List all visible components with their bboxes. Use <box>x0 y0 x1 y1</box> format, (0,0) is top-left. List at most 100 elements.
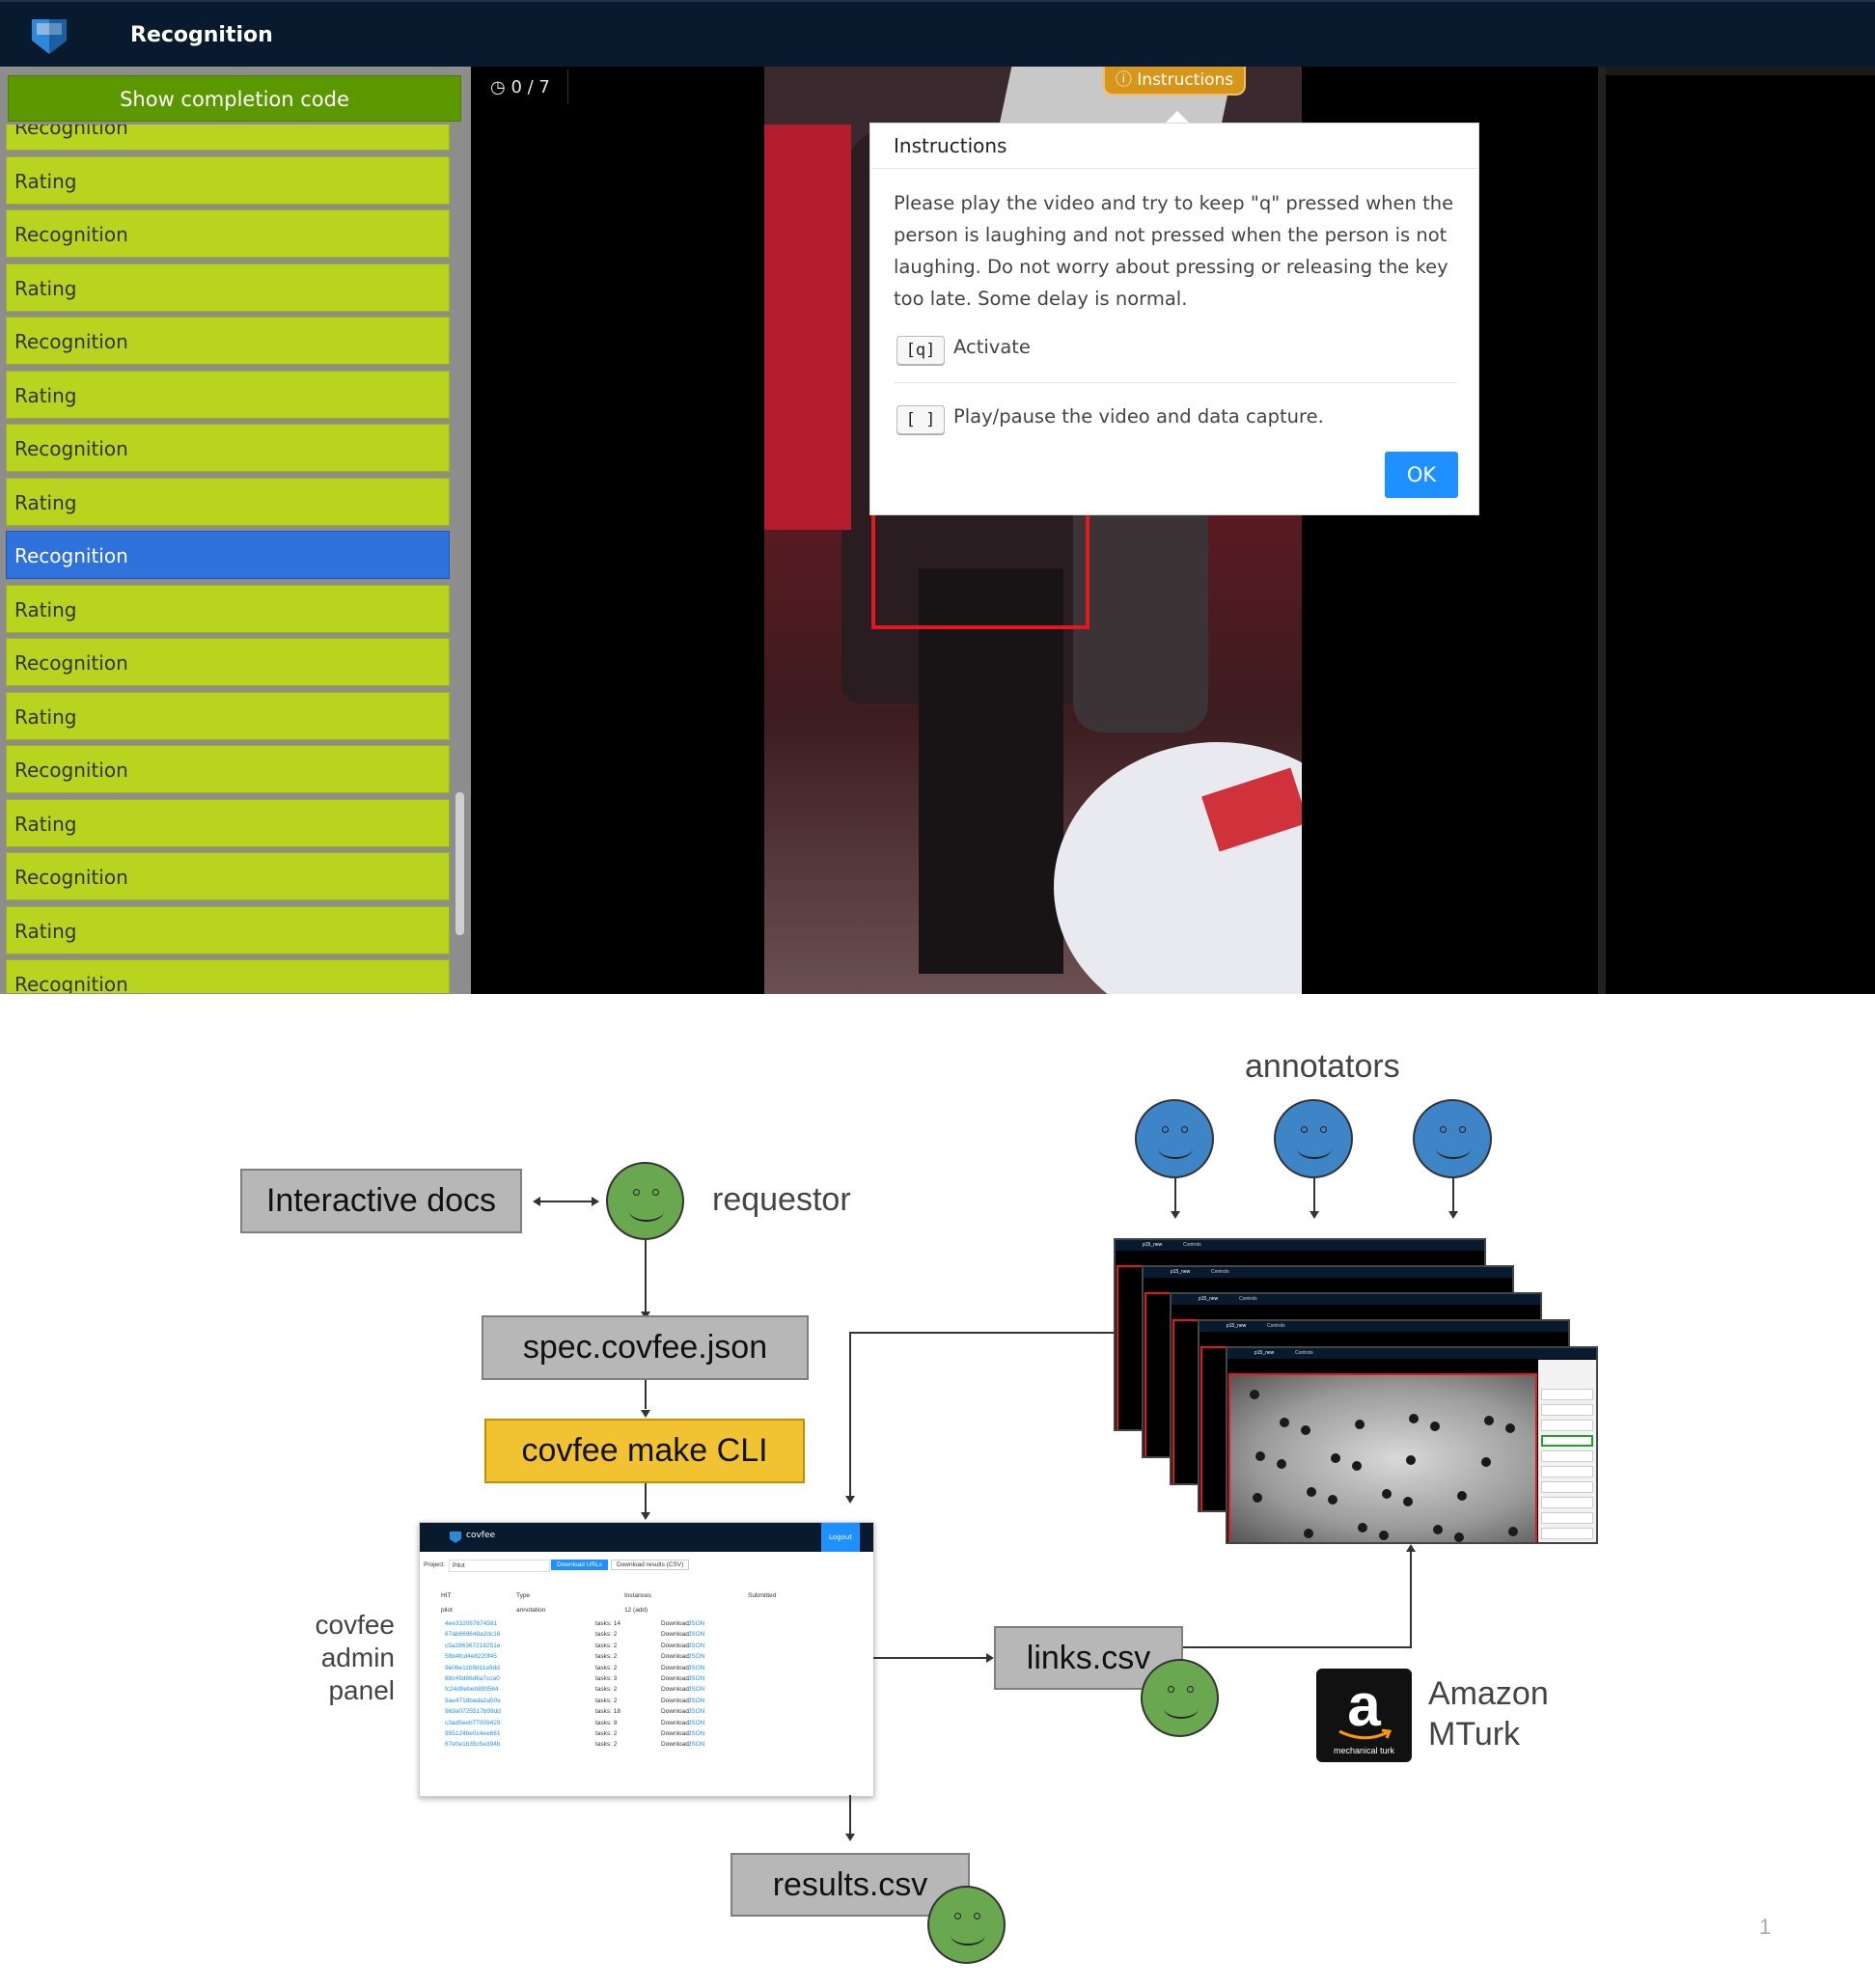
admin-instance-id[interactable]: 9ae4718bada2a50e <box>445 1697 501 1704</box>
screenshot-navbar <box>1172 1294 1540 1305</box>
task-item[interactable]: Recognition <box>6 638 450 686</box>
task-item[interactable]: Rating <box>6 691 450 740</box>
admin-instance-id[interactable]: 955124be0c4ee661 <box>445 1730 501 1737</box>
admin-instance-id[interactable]: 67ab669648a2dc16 <box>445 1631 501 1639</box>
admin-header-hit: HIT <box>441 1592 452 1599</box>
amazon-a-glyph: a <box>1347 1672 1381 1739</box>
instructions-popover: Instructions Please play the video and t… <box>869 123 1479 515</box>
crowd-person <box>1457 1491 1467 1501</box>
screenshot-sidebar-item <box>1541 1497 1593 1508</box>
screenshot-navbar <box>1227 1348 1596 1359</box>
annotators-label: annotators <box>1245 1048 1400 1085</box>
task-item[interactable]: Rating <box>6 155 450 205</box>
sidebar-scrollbar[interactable] <box>455 792 464 935</box>
screenshot-sidebar-item <box>1541 1512 1593 1524</box>
screenshot-video-frame <box>1228 1373 1537 1542</box>
admin-download-json-link[interactable]: JSON <box>688 1708 705 1716</box>
admin-download-json-link[interactable]: JSON <box>688 1653 705 1661</box>
admin-download-json-link[interactable]: JSON <box>688 1686 705 1694</box>
admin-download-json-link[interactable]: JSON <box>688 1741 705 1749</box>
admin-download-json-link[interactable]: JSON <box>688 1642 705 1649</box>
task-item[interactable]: Recognition <box>6 424 450 472</box>
admin-download-json-link[interactable]: JSON <box>688 1631 705 1639</box>
cli-admin-arrowhead <box>641 1512 650 1520</box>
links-csv-box: links.csv <box>994 1626 1183 1690</box>
screenshot-navbar <box>1199 1321 1568 1332</box>
task-item[interactable]: Rating <box>6 477 450 526</box>
admin-instance-tasks: tasks: 14 <box>595 1620 621 1627</box>
admin-download-json-link[interactable]: JSON <box>688 1675 705 1682</box>
crowd-person <box>1277 1459 1286 1469</box>
crowd-person <box>1307 1487 1316 1497</box>
admin-hit-instances: 12 (add) <box>624 1607 648 1614</box>
key-q-label: Activate <box>953 336 1031 358</box>
task-item[interactable]: Rating <box>6 584 450 633</box>
task-item[interactable]: Rating <box>6 370 450 419</box>
show-completion-code-button[interactable]: Show completion code <box>8 75 461 122</box>
task-item[interactable]: Recognition <box>6 745 450 793</box>
task-item[interactable]: Recognition <box>6 124 450 151</box>
admin-download-urls-button[interactable]: Download URLs <box>551 1560 608 1570</box>
admin-download-json-link[interactable]: JSON <box>688 1719 705 1726</box>
admin-instance-id[interactable]: 4ee332087674581 <box>445 1620 498 1627</box>
task-item[interactable]: Recognition <box>6 209 450 258</box>
instructions-tab[interactable]: ⓘ Instructions <box>1103 67 1246 96</box>
admin-instance-id[interactable]: 969a0725517b99dd <box>445 1708 501 1716</box>
admin-instance-id[interactable]: 9e06e11b9d11a9dd <box>445 1664 500 1671</box>
admin-project-select[interactable]: Pilot <box>449 1560 550 1572</box>
admin-download-label: Download: <box>661 1730 691 1737</box>
admin-instance-id[interactable]: 88c49d86d6a7cca0 <box>445 1675 500 1682</box>
admin-label-line2: admin <box>320 1643 395 1672</box>
links-to-mturk-horizontal <box>1183 1646 1411 1648</box>
popover-title: Instructions <box>870 124 1478 169</box>
admin-instance-tasks: tasks: 2 <box>595 1686 618 1694</box>
admin-download-label: Download: <box>661 1631 691 1639</box>
admin-label-line1: covfee <box>315 1610 396 1640</box>
app-logo-icon[interactable] <box>29 15 69 56</box>
links-screens-arrowhead <box>1406 1544 1416 1552</box>
admin-instance-id[interactable]: c3ad5eeb77009429 <box>445 1719 501 1726</box>
ok-button[interactable]: OK <box>1385 452 1458 498</box>
task-item[interactable]: Rating <box>6 262 450 312</box>
task-item[interactable]: Recognition <box>6 317 450 365</box>
screenshot-sidebar-item <box>1541 1481 1593 1493</box>
admin-instance-id[interactable]: 58b4fcd4e8220f45 <box>445 1653 497 1661</box>
right-panel <box>1606 75 1875 994</box>
admin-instance-id[interactable]: fc24d9ebeb893584 <box>445 1686 499 1694</box>
task-item[interactable]: Rating <box>6 798 450 847</box>
key-space: [ ] <box>896 405 945 434</box>
admin-download-results-button[interactable]: Download results (CSV) <box>611 1560 690 1570</box>
admin-download-json-link[interactable]: JSON <box>688 1697 705 1704</box>
amazon-label-line1: Amazon <box>1428 1675 1549 1712</box>
annotator-arrow-3 <box>1452 1178 1454 1213</box>
admin-hit-type: annotation <box>516 1607 546 1614</box>
crowd-person <box>1301 1425 1310 1435</box>
admin-instance-id[interactable]: c5a286367218251e <box>445 1642 501 1649</box>
task-item[interactable]: Recognition <box>6 531 450 579</box>
screenshot-sidebar-item <box>1541 1450 1593 1462</box>
admin-instance-tasks: tasks: 3 <box>595 1675 618 1682</box>
task-item[interactable]: Recognition <box>6 959 450 993</box>
task-item[interactable]: Rating <box>6 905 450 954</box>
cli-to-screens-vertical <box>849 1332 851 1498</box>
progress-counter-text: 0 / 7 <box>510 77 550 97</box>
admin-links-arrowhead <box>986 1653 994 1663</box>
annotator-arrow-2 <box>1313 1178 1315 1213</box>
admin-logout-button[interactable]: Logout <box>821 1523 860 1552</box>
admin-download-label: Download: <box>661 1686 691 1694</box>
admin-download-json-link[interactable]: JSON <box>688 1730 705 1737</box>
task-item[interactable]: Recognition <box>6 852 450 900</box>
screenshot-tab-label: p15_new <box>1255 1350 1275 1356</box>
crowd-person <box>1406 1455 1416 1465</box>
popover-arrow <box>1166 111 1189 123</box>
admin-download-json-link[interactable]: JSON <box>688 1664 705 1671</box>
admin-project-label: Project: <box>424 1561 446 1568</box>
admin-instance-tasks: tasks: 18 <box>595 1708 621 1716</box>
screenshot-tab-label: p15_new <box>1199 1296 1219 1302</box>
crowd-person <box>1328 1495 1337 1505</box>
popover-body: Please play the video and try to keep "q… <box>894 192 1454 310</box>
admin-instance-id[interactable]: 67e0e1b35c5e394b <box>445 1741 501 1749</box>
admin-download-json-link[interactable]: JSON <box>688 1620 705 1627</box>
cli-to-screens-horizontal <box>849 1332 1115 1334</box>
